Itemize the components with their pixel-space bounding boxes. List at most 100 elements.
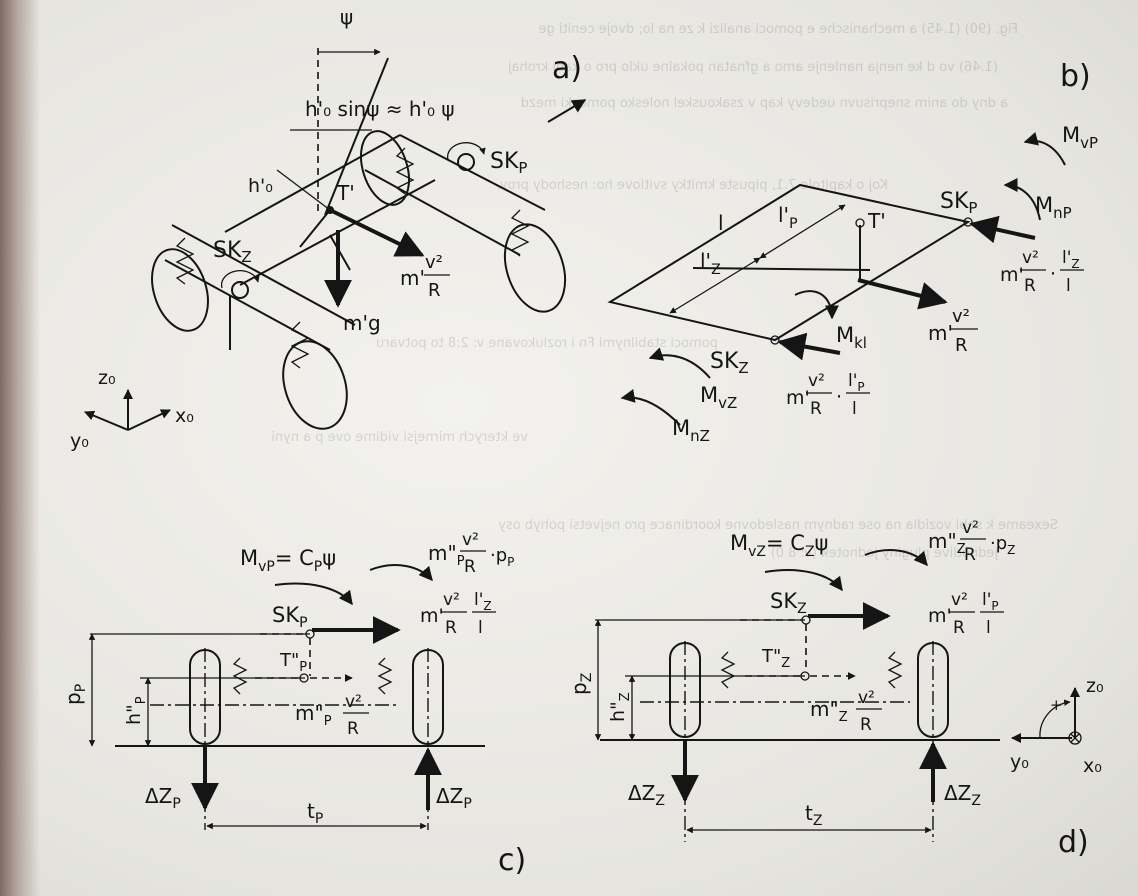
t-prime-point-b bbox=[855, 218, 865, 228]
svg-text:l: l bbox=[986, 618, 991, 638]
sk-z-label-d: SKZ bbox=[770, 589, 807, 617]
svg-text:l: l bbox=[478, 618, 483, 638]
sk-z-label-b: SKZ bbox=[710, 349, 749, 377]
centrifugal-force-label-b: m' v² R bbox=[928, 306, 978, 356]
svg-text:m': m' bbox=[928, 605, 952, 627]
svg-text:v²: v² bbox=[952, 306, 970, 327]
svg-text:m': m' bbox=[400, 266, 425, 290]
sk-p-label-a: SKP bbox=[490, 149, 527, 177]
svg-text:x₀: x₀ bbox=[1083, 755, 1102, 777]
mvp-label-b: MvP bbox=[1062, 123, 1098, 152]
h0-dimension-line bbox=[276, 169, 331, 211]
pp-label: pP bbox=[61, 684, 89, 705]
front-reaction-arrow bbox=[969, 215, 1036, 244]
h0-label: h'₀ bbox=[248, 175, 273, 197]
svg-text:·pP: ·pP bbox=[490, 545, 514, 569]
mvz-label-b: MvZ bbox=[700, 383, 737, 412]
svg-text:R: R bbox=[964, 545, 976, 565]
roll-arrow-rear bbox=[220, 270, 260, 289]
mnp-moment-arrow bbox=[1003, 178, 1041, 221]
coordinate-axes-a: z₀ x₀ y₀ bbox=[70, 367, 194, 452]
panel-b-plan-view: b) l l'P l'Z T' m' v² R SKP m' v² R · bbox=[607, 59, 1098, 445]
frame-rail bbox=[224, 134, 401, 233]
svg-text:z₀: z₀ bbox=[98, 367, 116, 389]
delta-zz-left-label: ΔZZ bbox=[628, 781, 665, 809]
roll-centre-rear-point bbox=[231, 281, 249, 299]
svg-text:l'Z: l'Z bbox=[474, 590, 492, 613]
spring-icon bbox=[290, 321, 310, 369]
front-right-wheel bbox=[503, 223, 567, 313]
mvz-moment-arrow bbox=[648, 347, 711, 379]
svg-text:m': m' bbox=[786, 387, 810, 409]
rear-inertia-label: m"Z v² R bbox=[810, 688, 882, 735]
spring-icon bbox=[377, 657, 393, 695]
svg-text:y₀: y₀ bbox=[70, 430, 89, 452]
spring-icon bbox=[720, 651, 736, 689]
svg-text:v²: v² bbox=[443, 590, 460, 610]
svg-text:v²: v² bbox=[1022, 248, 1039, 268]
psi-label: ψ bbox=[340, 5, 353, 29]
lp-label-b: l'P bbox=[778, 203, 798, 232]
hz-label: h"Z bbox=[607, 692, 633, 722]
svg-text:v²: v² bbox=[858, 688, 875, 708]
front-axle-beam bbox=[399, 134, 546, 211]
roll-moment-arrow-d bbox=[864, 549, 928, 567]
front-roll-moment-label: m"P v² R ·pP bbox=[428, 530, 514, 577]
svg-text:m': m' bbox=[420, 605, 444, 627]
svg-text:R: R bbox=[953, 618, 965, 638]
spring-icon bbox=[395, 147, 415, 195]
tp-track-label: tP bbox=[307, 799, 323, 827]
svg-text:·: · bbox=[1050, 263, 1056, 285]
mvp-moment-arrow bbox=[1023, 131, 1066, 166]
svg-text:v²: v² bbox=[951, 590, 968, 610]
svg-text:m': m' bbox=[928, 321, 953, 345]
rear-lateral-force-label: m' v² R l'P l bbox=[928, 590, 1004, 638]
svg-text:R: R bbox=[860, 715, 872, 735]
spring-icon bbox=[887, 651, 903, 689]
front-left-wheel bbox=[360, 130, 410, 206]
rear-reaction-arrow bbox=[777, 332, 841, 361]
svg-text:R: R bbox=[347, 719, 359, 739]
l-label: l bbox=[718, 211, 724, 235]
t-prime-label-b: T' bbox=[867, 209, 886, 233]
svg-text:m"P: m"P bbox=[428, 541, 465, 569]
rear-roll-moment-label: m"Z v² R ·pZ bbox=[928, 518, 1015, 565]
hp-label: h"P bbox=[123, 696, 149, 725]
tp-label: T"P bbox=[279, 650, 307, 675]
front-axle-beam bbox=[364, 169, 521, 256]
lz-label-b: l'Z bbox=[700, 249, 721, 278]
direction-arrow bbox=[547, 99, 587, 123]
mvp-moment-arrow-c bbox=[274, 582, 353, 606]
pz-label: pZ bbox=[567, 673, 595, 695]
spring-icon bbox=[232, 657, 248, 695]
spring-icon bbox=[175, 237, 195, 285]
page-binding-edge bbox=[0, 0, 40, 896]
svg-text:x₀: x₀ bbox=[175, 405, 194, 427]
panel-d-tag: d) bbox=[1058, 825, 1089, 860]
centrifugal-force-arrow-b bbox=[857, 278, 948, 310]
sk-z-label-a: SKZ bbox=[213, 238, 252, 266]
svg-text:v²: v² bbox=[425, 252, 443, 273]
svg-text:z₀: z₀ bbox=[1086, 675, 1104, 697]
svg-text:R: R bbox=[955, 335, 968, 356]
t-prime-label-a: T' bbox=[336, 181, 355, 205]
coordinate-axes-d: + z₀ y₀ x₀ bbox=[1010, 675, 1104, 777]
svg-text:R: R bbox=[464, 557, 476, 577]
svg-text:R: R bbox=[810, 399, 822, 419]
delta-zp-right-label: ΔZP bbox=[436, 784, 472, 812]
svg-text:·pZ: ·pZ bbox=[990, 533, 1015, 557]
svg-text:y₀: y₀ bbox=[1010, 751, 1029, 773]
centrifugal-force-arrow bbox=[329, 208, 425, 257]
mnz-moment-arrow bbox=[620, 389, 681, 426]
svg-text:v²: v² bbox=[462, 530, 479, 550]
spring-icon bbox=[510, 209, 530, 257]
sk-p-label-c: SKP bbox=[272, 603, 308, 631]
svg-text:R: R bbox=[445, 618, 457, 638]
mnp-label-b: MnP bbox=[1035, 193, 1072, 222]
mkl-label: Mkl bbox=[836, 323, 867, 352]
svg-text:l'P: l'P bbox=[848, 371, 865, 394]
front-lateral-force-label: m' v² R l'Z l bbox=[420, 590, 496, 638]
svg-text:l'Z: l'Z bbox=[1062, 248, 1080, 271]
